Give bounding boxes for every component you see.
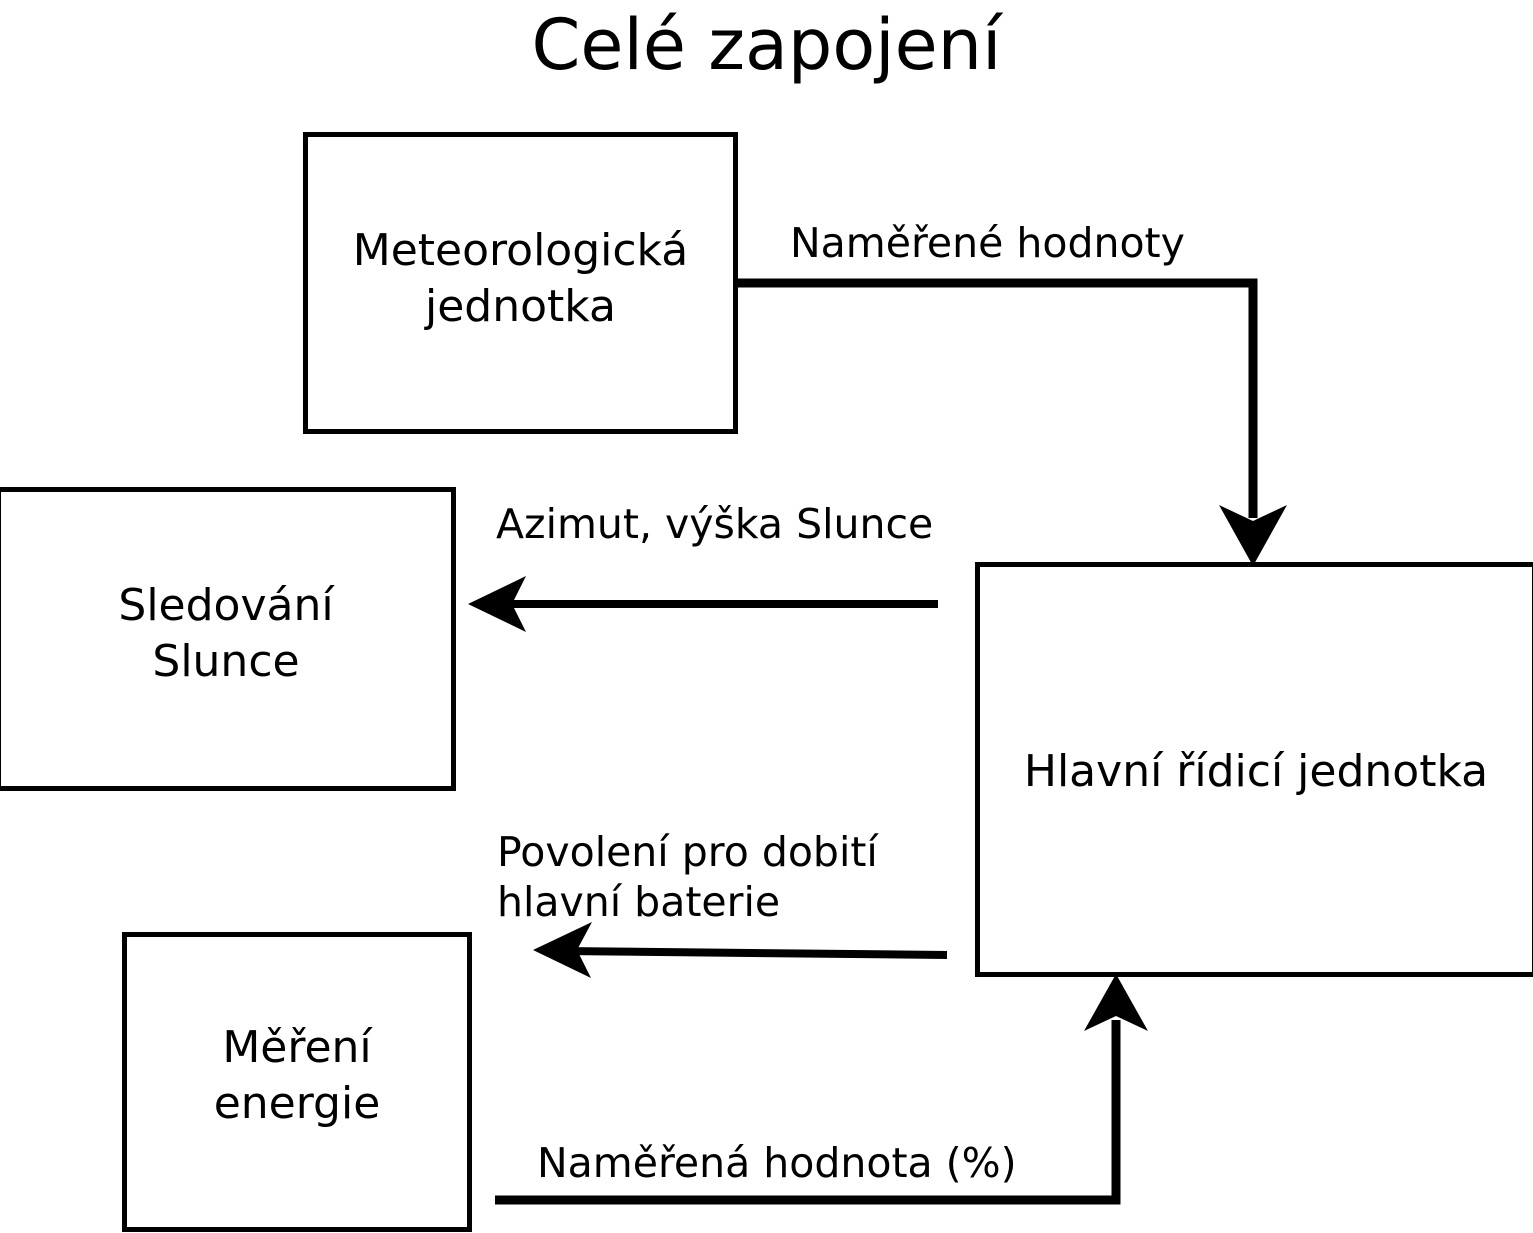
edge-label-permission: Povolení pro dobití hlavní baterie [497, 828, 878, 926]
node-energy-measurement[interactable]: Měření energie [122, 932, 472, 1232]
node-main-control-unit[interactable]: Hlavní řídicí jednotka [975, 562, 1533, 977]
edge-label-measured-values: Naměřené hodnoty [790, 219, 1185, 267]
edge-azimuth [468, 576, 938, 632]
edge-permission [533, 922, 948, 978]
node-label-sun-tracking: Sledování Slunce [118, 580, 334, 687]
edge-label-azimuth: Azimut, výška Slunce [496, 500, 934, 548]
node-label-main-control-unit: Hlavní řídicí jednotka [1023, 745, 1489, 797]
page-title: Celé zapojení [531, 4, 1002, 86]
node-label-meteorological-unit: Meteorologická jednotka [352, 225, 689, 332]
node-meteorological-unit[interactable]: Meteorologická jednotka [303, 132, 738, 434]
edge-label-measured-percent: Naměřená hodnota (%) [537, 1139, 1017, 1187]
node-sun-tracking[interactable]: Sledování Slunce [0, 487, 456, 791]
node-label-energy-measurement: Měření energie [213, 1022, 381, 1129]
